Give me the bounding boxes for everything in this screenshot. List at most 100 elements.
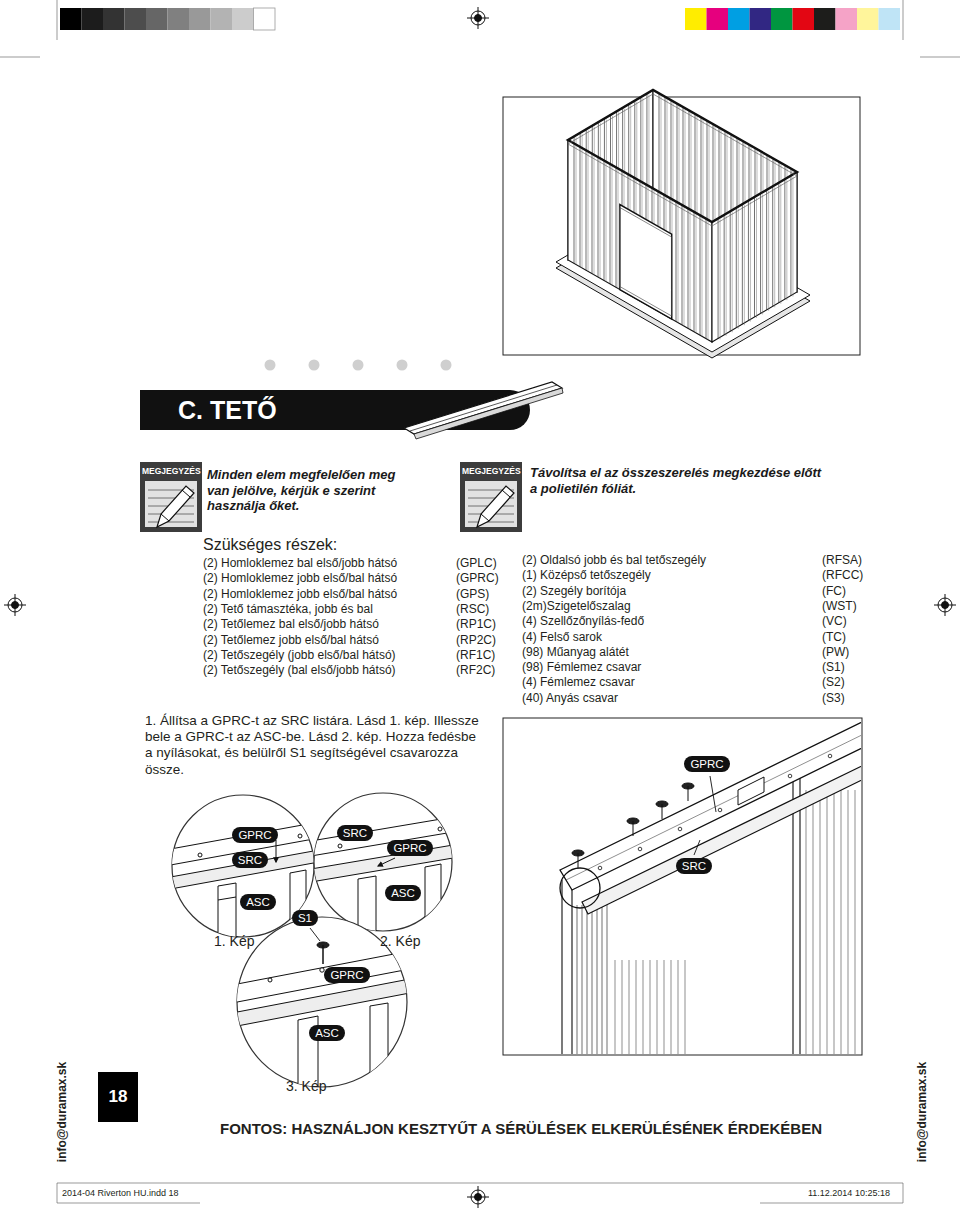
wall-corrugation [834, 790, 835, 1054]
part-tag: S1 [292, 910, 318, 926]
wall-corrugation [577, 790, 855, 1054]
wall-corrugation [820, 790, 821, 1054]
note-icon [502, 490, 510, 497]
side-wall-rib [726, 216, 727, 336]
side-wall-rib [720, 219, 721, 339]
colour-control-bar [685, 8, 900, 30]
wall-corrugation [577, 905, 578, 1054]
side-wall-rib [778, 183, 779, 303]
note-icon [182, 490, 190, 497]
detail-2-illustration [425, 864, 441, 940]
crop-lines [57, 1203, 200, 1204]
part-code: (GPS) [456, 587, 489, 601]
vent [738, 777, 764, 805]
node-text: S1 [298, 911, 312, 925]
progress-dots [265, 360, 276, 371]
note-icon [468, 522, 514, 523]
wall-corrugation [629, 960, 630, 1054]
grey-control-bar [189, 8, 211, 30]
side-wall-rib [772, 186, 773, 306]
side-wall-rib [750, 202, 751, 322]
wall-corrugation [587, 905, 588, 1054]
front-wall-rib [594, 155, 595, 275]
roof-gable-illustration [718, 808, 722, 812]
node-text: GPRC [330, 968, 363, 982]
part-tag: SRC [232, 852, 268, 868]
section-band [410, 385, 557, 431]
part-name: (2) Homloklemez bal első/jobb hátsó [203, 556, 397, 570]
screw [572, 783, 694, 868]
node-text: GPRC [393, 841, 426, 855]
front-wall-rib [676, 202, 677, 322]
part-tag: ASC [309, 1025, 345, 1041]
front-wall-rib [588, 151, 589, 271]
wall-corrugation [827, 790, 828, 1054]
note-icon [148, 522, 194, 523]
registration-mark [15, 594, 16, 616]
front-wall-rib [690, 209, 691, 329]
progress-dots [397, 360, 408, 371]
detail-3-illustration [370, 1003, 388, 1095]
front-wall-rib [684, 206, 685, 326]
progress-dots [309, 360, 320, 371]
wall-corrugation [607, 905, 608, 1054]
part-code: (S2) [822, 675, 845, 689]
front-wall [568, 140, 712, 342]
wall-corrugation [813, 790, 814, 1054]
wall-corrugation [615, 960, 616, 1054]
note-header: MEGJEGYZÉS [460, 462, 522, 480]
front-wall-rib [580, 147, 581, 267]
detail-marker [560, 868, 600, 908]
part-tag: ASC [385, 885, 421, 901]
front-wall-rib [586, 150, 587, 270]
node-text: ASC [246, 895, 270, 909]
wall-corrugation [602, 905, 603, 1054]
node-text: GPRC [690, 757, 723, 771]
grey-control-bar [82, 8, 104, 30]
note-icon [157, 486, 194, 527]
part-name: (2) Szegély borítója [522, 584, 626, 598]
side-wall-rib [786, 180, 787, 300]
part-code: (RP1C) [456, 617, 496, 631]
note-text: Minden elem megfelelően meg van jelölve,… [207, 467, 412, 514]
side-wall-rib [768, 191, 769, 311]
colour-control-bar [707, 8, 729, 30]
roof-gable-illustration [598, 866, 602, 870]
part-tag: SRC [337, 825, 373, 841]
side-wall-rib [792, 177, 793, 297]
part-tag: SRC [676, 858, 712, 874]
part-name: (98) Fémlemez csavar [522, 660, 641, 674]
detail-1-illustration [276, 840, 277, 862]
front-wall-rib [682, 205, 683, 325]
screw [688, 786, 689, 801]
node-text: ASC [391, 886, 415, 900]
grey-control-bar [211, 8, 233, 30]
grey-control-bar [232, 8, 254, 30]
detail-2-illustration [378, 858, 395, 866]
part-name: (2) Homloklemez jobb első/bal hátsó [203, 587, 397, 601]
side-wall-rib [756, 198, 757, 318]
wall-corrugation [664, 960, 665, 1054]
part-name: (4) Felső sarok [522, 630, 602, 644]
front-wall-rib [610, 164, 611, 284]
note-icon [477, 486, 514, 527]
top-rim [568, 94, 797, 226]
side-wall-rib [754, 197, 755, 317]
detail-3-illustration [232, 942, 415, 1095]
part-name: (4) Szellőzőnyílás-fedő [522, 614, 644, 628]
roof-gable-illustration [828, 754, 832, 758]
part-name: (2) Oldalsó jobb és bal tetőszegély [522, 553, 706, 567]
front-wall-rib [592, 154, 593, 274]
front-wall-rib [604, 161, 605, 281]
part-code: (S3) [822, 691, 845, 705]
part-name: (2m)Szigetelőszalag [522, 599, 631, 613]
screw [633, 821, 634, 836]
node-text: MEGJEGYZÉS [462, 466, 520, 477]
side-url: info@duramax.sk [915, 1062, 929, 1162]
instruction-text: 1. Állítsa a GPRC-t az SRC listára. Lásd… [145, 713, 485, 778]
front-wall-rib [708, 220, 709, 340]
wall-corrugation [671, 960, 672, 1054]
wall-corrugation [582, 905, 583, 1054]
